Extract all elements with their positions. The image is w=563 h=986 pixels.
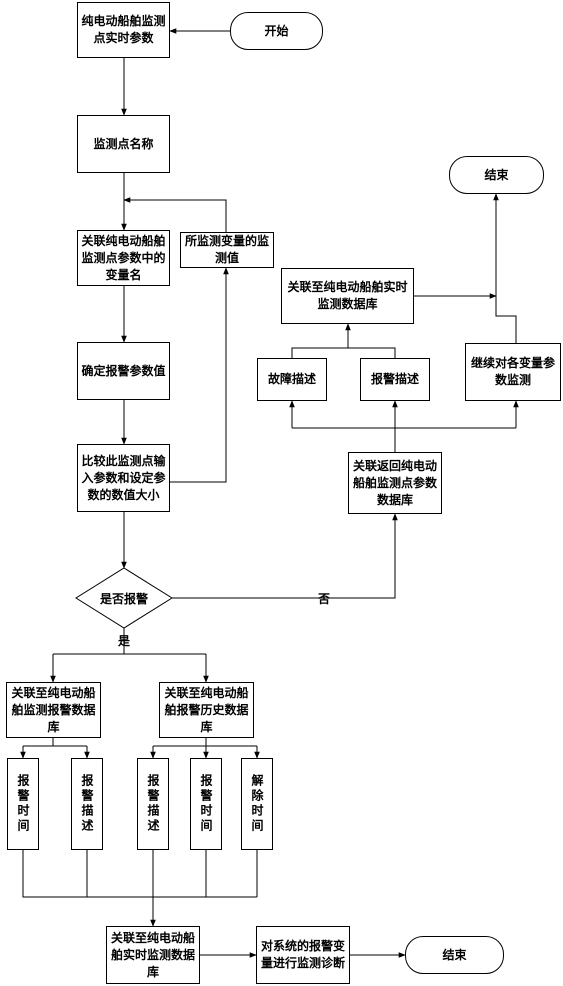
continue-monitor-box: 继续对各变量参数监测 [465, 343, 561, 401]
line-bottom-bus [22, 850, 257, 898]
start-terminal: 开始 [230, 12, 323, 50]
line-desc-merge [291, 347, 396, 358]
end-terminal-top: 结束 [449, 156, 544, 194]
no-label: 否 [318, 592, 331, 606]
alarm-desc-2-box: 报警描述 [137, 758, 169, 850]
history-db-box: 关联至纯电动船舶报警历史数据库 [159, 682, 254, 738]
return-db-box: 关联返回纯电动船舶监测点参数数据库 [348, 452, 442, 514]
alarm-desc-1-box: 报警描述 [71, 758, 103, 850]
alarm-time-2-box: 报警时间 [190, 758, 222, 850]
alarm-db-box: 关联至纯电动船舶监测报警数据库 [6, 682, 101, 738]
point-name-box: 监测点名称 [77, 115, 170, 173]
alarm-time-1-box: 报警时间 [7, 758, 39, 850]
realtime-db-bottom-box: 关联至纯电动船舶实时监测数据库 [106, 926, 200, 984]
compare-box: 比较此监测点输入参数和设定参数的数值大小 [77, 444, 170, 512]
end-terminal-bottom: 结束 [405, 936, 504, 974]
fault-desc-box: 故障描述 [257, 358, 327, 401]
monitored-value-box: 所监测变量的监测值 [180, 232, 274, 268]
arrow-continue-to-end [493, 193, 517, 343]
realtime-params-box: 纯电动船舶监测点实时参数 [77, 2, 170, 58]
clear-time-box: 解除时间 [241, 758, 273, 850]
arrow-no-to-return [172, 513, 398, 599]
yes-label: 是 [118, 634, 131, 648]
alarm-desc-top-box: 报警描述 [360, 358, 430, 401]
decision-label: 是否报警 [99, 591, 148, 606]
diagnose-box: 对系统的报警变量进行监测诊断 [256, 926, 350, 984]
arrow-compare-to-value [170, 267, 229, 483]
decision-diamond [75, 567, 173, 629]
arrow-value-loop [123, 197, 227, 232]
realtime-db-top-box: 关联至纯电动船舶实时监测数据库 [281, 268, 414, 324]
set-alarm-value-box: 确定报警参数值 [77, 342, 170, 400]
link-var-name-box: 关联纯电动船舶监测点参数中的变量名 [77, 230, 170, 286]
